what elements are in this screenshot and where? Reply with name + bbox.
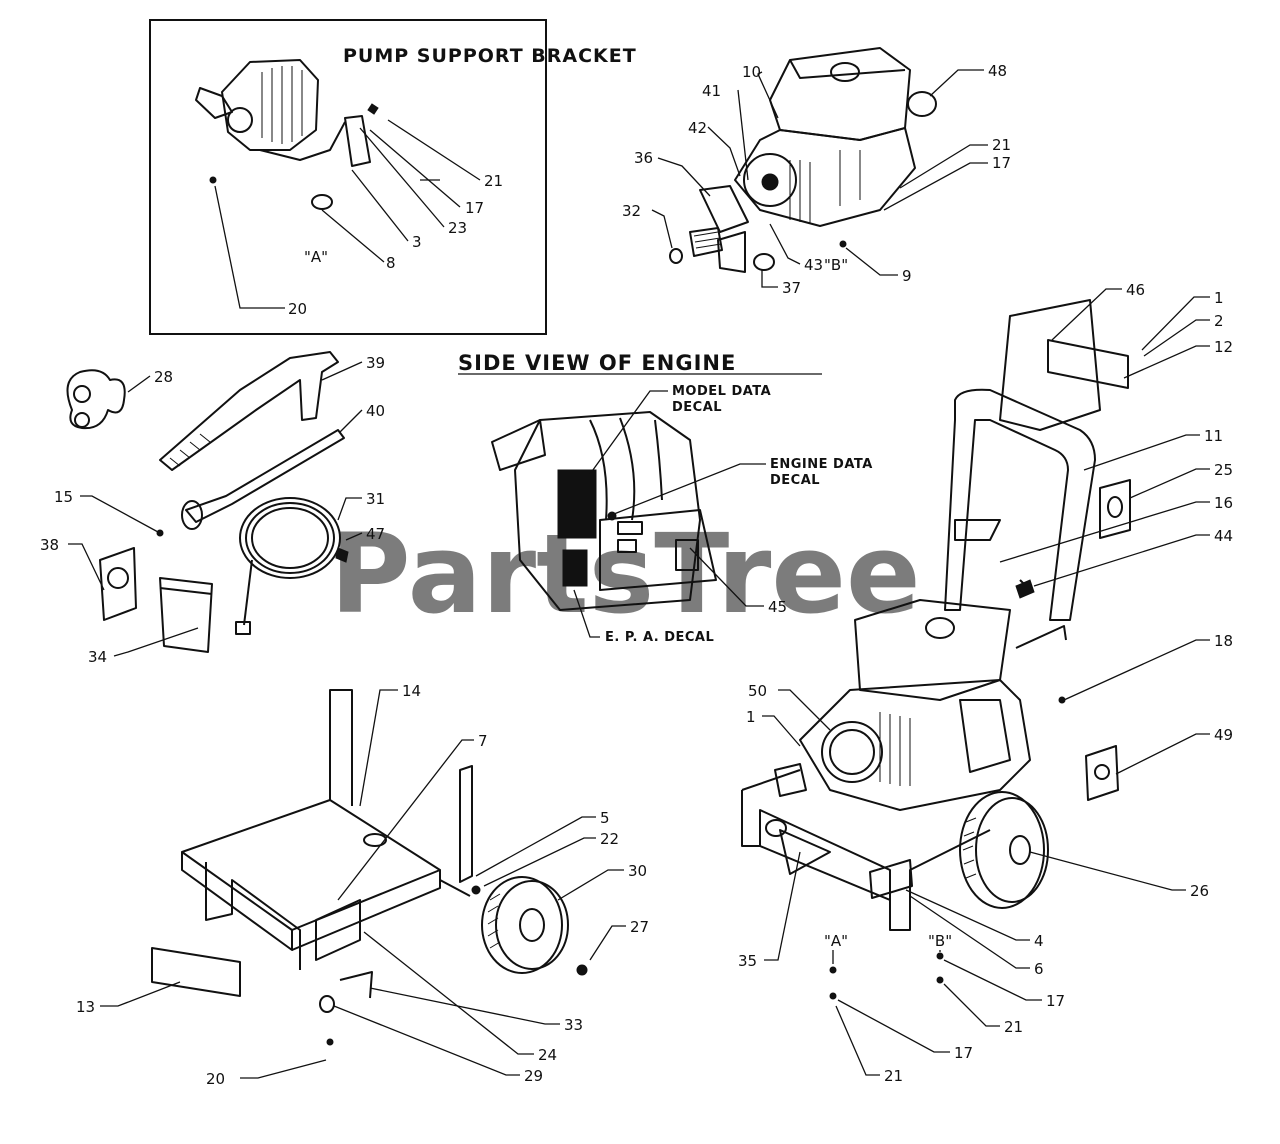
engine-pump-drawing	[669, 47, 937, 273]
accessories-drawing	[66, 351, 349, 653]
callout-a-assembly: "A"	[824, 932, 848, 950]
callout-20-inset: 20	[288, 300, 307, 318]
callout-17-b: 17	[1046, 992, 1065, 1010]
callout-7: 7	[478, 732, 488, 750]
callout-38: 38	[40, 536, 59, 554]
callout-24: 24	[538, 1046, 557, 1064]
callout-13: 13	[76, 998, 95, 1016]
callout-45: 45	[768, 598, 787, 616]
callout-47: 47	[366, 525, 385, 543]
callout-10: 10	[742, 63, 761, 81]
callout-48: 48	[988, 62, 1007, 80]
model-data-caption-2: DECAL	[672, 400, 722, 415]
inset-frame	[149, 19, 547, 335]
callout-35: 35	[738, 952, 757, 970]
callout-16: 16	[1214, 494, 1233, 512]
callout-2: 2	[1214, 312, 1224, 330]
callout-6: 6	[1034, 960, 1044, 978]
callout-3: 3	[412, 233, 422, 251]
watermark: PartsTree	[330, 510, 921, 638]
engine-data-caption-2: DECAL	[770, 473, 820, 488]
callout-b-assembly: "B"	[928, 932, 952, 950]
side-view-engine: SIDE VIEW OF ENGINE MODEL DATA DECAL ENG…	[458, 351, 873, 645]
callout-21-a: 21	[884, 1067, 903, 1085]
callout-25: 25	[1214, 461, 1233, 479]
callout-32: 32	[622, 202, 641, 220]
leader-lines	[68, 69, 1210, 1079]
callout-37: 37	[782, 279, 801, 297]
callout-30: 30	[628, 862, 647, 880]
engine-data-caption: ENGINE DATA	[770, 457, 873, 472]
callout-41: 41	[702, 82, 721, 100]
callout-31: 31	[366, 490, 385, 508]
assembly-drawing	[741, 299, 1131, 1000]
callouts: 21 17 23 3 8 "A" 20 10 48 41 42 21 36 17…	[40, 62, 1233, 1088]
frame-drawing	[151, 689, 588, 1046]
callout-21-engine: 21	[992, 136, 1011, 154]
callout-27: 27	[630, 918, 649, 936]
callout-5: 5	[600, 809, 610, 827]
callout-50: 50	[748, 682, 767, 700]
callout-21-inset: 21	[484, 172, 503, 190]
callout-11: 11	[1204, 427, 1223, 445]
callout-34: 34	[88, 648, 107, 666]
callout-9: 9	[902, 267, 912, 285]
callout-20-frame: 20	[206, 1070, 225, 1088]
callout-21-b: 21	[1004, 1018, 1023, 1036]
inset-title: PUMP SUPPORT BRACKET	[343, 45, 637, 67]
model-data-caption: MODEL DATA	[672, 384, 771, 399]
callout-23: 23	[448, 219, 467, 237]
epa-caption: E. P. A. DECAL	[605, 630, 714, 645]
model-data-decal	[557, 469, 597, 539]
pump-support-inset: PUMP SUPPORT BRACKET	[149, 19, 637, 335]
callout-a-inset: "A"	[304, 248, 328, 266]
callout-1-pump: 1	[746, 708, 756, 726]
callout-17-a: 17	[954, 1044, 973, 1062]
callout-36: 36	[634, 149, 653, 167]
callout-17-engine: 17	[992, 154, 1011, 172]
callout-8: 8	[386, 254, 396, 272]
callout-39: 39	[366, 354, 385, 372]
callout-4: 4	[1034, 932, 1044, 950]
pump-drawing	[195, 59, 379, 210]
callout-28: 28	[154, 368, 173, 386]
callout-17-inset: 17	[465, 199, 484, 217]
callout-15: 15	[54, 488, 73, 506]
callout-33: 33	[564, 1016, 583, 1034]
callout-26: 26	[1190, 882, 1209, 900]
callout-1-handle: 1	[1214, 289, 1224, 307]
callout-42: 42	[688, 119, 707, 137]
callout-14: 14	[402, 682, 421, 700]
callout-29: 29	[524, 1067, 543, 1085]
callout-22: 22	[600, 830, 619, 848]
callout-46: 46	[1126, 281, 1145, 299]
callout-43: 43	[804, 256, 823, 274]
side-view-title: SIDE VIEW OF ENGINE	[458, 351, 736, 375]
epa-decal	[562, 549, 588, 587]
callout-44: 44	[1214, 527, 1233, 545]
callout-40: 40	[366, 402, 385, 420]
callout-18: 18	[1214, 632, 1233, 650]
callout-49: 49	[1214, 726, 1233, 744]
callout-12: 12	[1214, 338, 1233, 356]
callout-b-engine: "B"	[824, 256, 848, 274]
